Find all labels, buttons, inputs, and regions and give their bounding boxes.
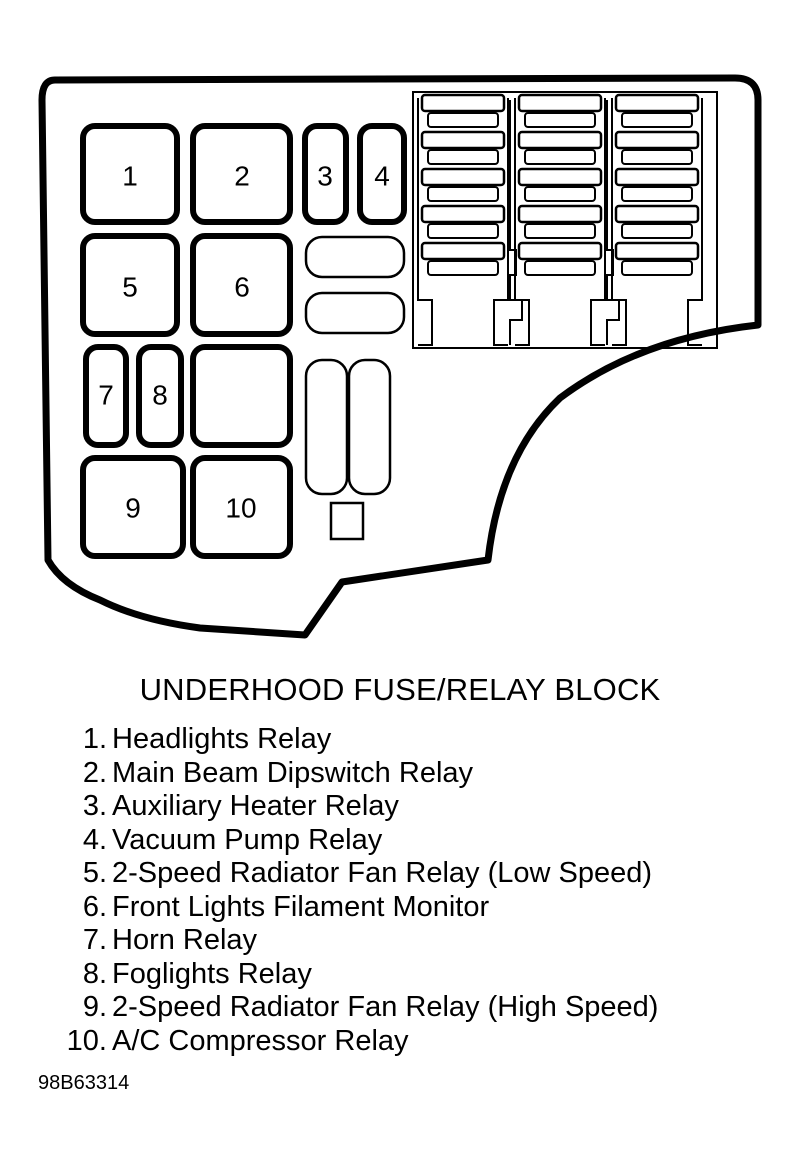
relay-socket-4 [357,123,407,225]
blade-fuse [517,93,603,113]
blade-fuse [621,112,693,128]
blade-fuse [614,167,700,187]
blade-fuse [614,241,700,261]
legend-number: 6. [82,890,107,923]
small-fuse-slots [304,235,406,541]
blade-fuse [427,112,499,128]
blade-fuse [621,223,693,239]
relay-sockets [80,123,407,559]
blade-fuse [420,130,506,150]
blade-fuse [427,186,499,202]
blade-fuse [524,112,596,128]
block-outline [38,74,762,639]
legend-text: Foglights Relay [112,957,312,990]
fuse-slot-vertical [347,358,392,496]
fuse-slot-horizontal [304,291,406,335]
legend-text: 2-Speed Radiator Fan Relay (High Speed) [112,991,659,1023]
relay-label-6: 6 [234,272,250,303]
legend-text: Main Beam Dipswitch Relay [112,756,474,789]
fuse-relay-block-diagram: 1 2 3 4 5 6 7 8 9 10 [38,74,762,639]
relay-socket-1 [80,123,180,225]
fuse-slot-vertical [304,358,349,496]
blade-fuse [427,149,499,165]
relay-socket-7 [83,344,129,448]
blade-fuse [517,167,603,187]
legend-text: A/C Compressor Relay [112,1024,409,1057]
legend-number: 8. [82,957,107,990]
rack-rail [493,98,509,346]
relay-number-labels: 1 2 3 4 5 6 7 8 9 10 [98,161,390,524]
legend-text: Vacuum Pump Relay [112,823,383,856]
blade-fuse [621,186,693,202]
legend-number: 7. [82,924,107,956]
fuse-rack-frame [412,91,718,349]
relay-socket-9 [80,455,186,559]
legend-text: Front Lights Filament Monitor [112,890,490,923]
fuse-slot-small [329,501,365,541]
blade-fuse [621,260,693,276]
relay-label-7: 7 [98,380,114,411]
legend-text: Auxiliary Heater Relay [112,790,399,822]
figure-id: 98B63314 [38,1072,130,1094]
relay-socket-10 [190,455,293,559]
relay-label-5: 5 [122,272,138,303]
blade-fuse [524,260,596,276]
relay-socket-3 [302,123,349,225]
blade-fuse [524,186,596,202]
blade-fuse [614,93,700,113]
blade-fuse [614,204,700,224]
relay-label-4: 4 [374,161,390,192]
relay-socket-6 [190,233,293,337]
relay-label-2: 2 [234,161,250,192]
rack-separator [606,100,620,345]
legend-number: 9. [82,991,107,1023]
relay-label-3: 3 [317,161,333,192]
blade-fuse [427,260,499,276]
rack-rail [611,98,627,346]
legend-number: 1. [82,723,107,755]
relay-socket-5 [80,233,180,337]
blade-fuse [427,223,499,239]
diagram-title: UNDERHOOD FUSE/RELAY BLOCK [139,672,661,707]
relay-label-10: 10 [225,493,256,524]
blade-fuse [420,167,506,187]
rack-rail [417,98,433,346]
blade-fuse [420,204,506,224]
relay-socket-empty [190,344,293,448]
rack-separator [509,100,523,345]
rack-rail [590,98,606,346]
legend-text: Headlights Relay [112,723,332,755]
legend-number: 3. [82,790,107,822]
legend-text: Horn Relay [112,924,258,956]
relay-label-1: 1 [122,161,138,192]
legend-number: 10. [66,1024,107,1057]
relay-socket-8 [136,344,184,448]
rack-rail [687,98,703,346]
legend-number: 5. [82,857,107,889]
blade-fuse [420,241,506,261]
blade-fuse [517,241,603,261]
relay-socket-2 [190,123,293,225]
blade-fuse [524,223,596,239]
blade-fuse [524,149,596,165]
blade-fuse [420,93,506,113]
fuse-slot-horizontal [304,235,406,279]
relay-label-8: 8 [152,380,168,411]
legend-text: 2-Speed Radiator Fan Relay (Low Speed) [112,857,653,889]
legend-number: 4. [82,823,107,856]
blade-fuse [517,130,603,150]
legend-number: 2. [82,756,107,789]
relay-label-9: 9 [125,493,141,524]
blade-fuse [517,204,603,224]
rack-rail [514,98,530,346]
fuse-rack [412,91,718,349]
blade-fuse [621,149,693,165]
blade-fuse [614,130,700,150]
